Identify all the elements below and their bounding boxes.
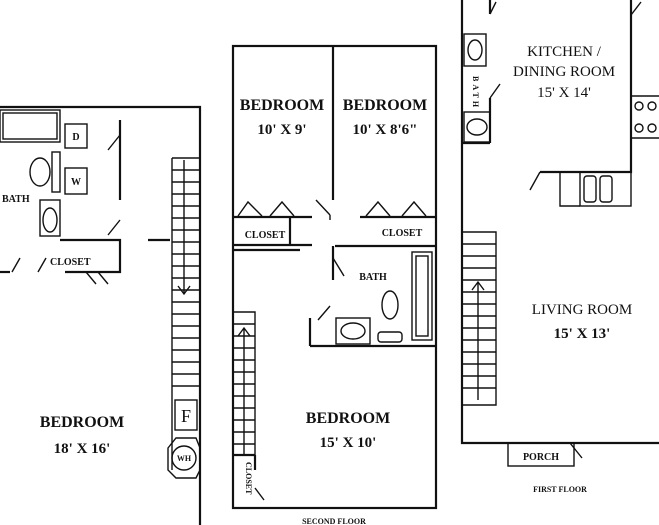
living-room-label: LIVING ROOM xyxy=(532,302,632,318)
bathtub-middle xyxy=(411,251,433,341)
lower-level-plan xyxy=(0,105,202,525)
closet-vertical-label: CLOSET xyxy=(244,462,253,495)
bedroom-left-label: BEDROOM xyxy=(40,414,124,431)
door-swing xyxy=(107,219,121,236)
door-swing xyxy=(332,257,345,277)
bedroom-b-label: BEDROOM xyxy=(343,97,427,114)
water-heater-circle xyxy=(171,445,197,471)
bath-left-label: BATH xyxy=(2,194,30,205)
stairs-left xyxy=(171,157,200,470)
furnace-box xyxy=(174,399,198,431)
closet-door-a xyxy=(237,200,295,217)
stairs-right xyxy=(462,231,497,406)
counter-left xyxy=(51,151,61,193)
sink-left xyxy=(29,157,51,187)
kitchen-sink xyxy=(583,175,597,203)
stair-arrow-up xyxy=(471,280,485,400)
stair-arrow-down xyxy=(177,160,191,296)
stove-burner xyxy=(634,123,644,133)
toilet-right xyxy=(463,111,491,143)
second-floor-label: SECOND FLOOR xyxy=(302,517,366,525)
water-heater-outline xyxy=(167,437,201,479)
bedroom-c-label: BEDROOM xyxy=(306,410,390,427)
sink-right xyxy=(463,33,487,67)
washer-box xyxy=(64,167,88,195)
stove-burner xyxy=(647,101,657,111)
first-floor-plan xyxy=(460,0,659,467)
closet-b-label: CLOSET xyxy=(382,228,423,239)
closet-door-b xyxy=(365,200,427,217)
porch-box xyxy=(507,442,575,467)
living-room-dimensions: 15' X 13' xyxy=(554,326,611,342)
door-swing xyxy=(254,487,265,501)
door-swing xyxy=(107,134,121,151)
kitchen-label-line1: KITCHEN / xyxy=(527,44,602,60)
porch-label: PORCH xyxy=(523,452,559,463)
kitchen-label-line2: DINING ROOM xyxy=(513,64,615,80)
door-swing xyxy=(630,1,642,16)
toilet-middle xyxy=(335,317,371,345)
kitchen-counter xyxy=(579,171,632,207)
sink-middle xyxy=(381,290,399,320)
vanity-middle xyxy=(377,331,403,343)
furnace-label: F xyxy=(181,406,191,426)
first-floor-label: FIRST FLOOR xyxy=(533,485,587,494)
kitchen-dimensions: 15' X 14' xyxy=(537,85,591,101)
door-swing xyxy=(569,442,583,459)
second-floor-plan xyxy=(231,44,438,510)
stairs-middle xyxy=(233,311,256,456)
stove-burner xyxy=(647,123,657,133)
bedroom-a-dimensions: 10' X 9' xyxy=(257,122,306,138)
bath-right-label: BATH xyxy=(471,76,480,110)
stair-arrow-up xyxy=(237,326,251,455)
closet-left-label: CLOSET xyxy=(50,257,91,268)
stove-burner xyxy=(634,101,644,111)
washer-label: W xyxy=(71,177,81,188)
door-swing xyxy=(317,305,331,321)
bathtub-left xyxy=(0,109,61,143)
dryer-box xyxy=(64,123,88,149)
water-heater-label: WH xyxy=(177,454,192,463)
bedroom-c-dimensions: 15' X 10' xyxy=(320,435,377,451)
bedroom-a-label: BEDROOM xyxy=(240,97,324,114)
door-swing xyxy=(315,199,331,220)
bath-middle-label: BATH xyxy=(359,272,387,283)
closet-a-label: CLOSET xyxy=(245,230,286,241)
kitchen-sink xyxy=(599,175,613,203)
bedroom-left-dimensions: 18' X 16' xyxy=(54,441,111,457)
toilet-left xyxy=(39,199,61,237)
dryer-label: D xyxy=(72,132,79,143)
bedroom-b-dimensions: 10' X 8'6" xyxy=(353,122,418,138)
